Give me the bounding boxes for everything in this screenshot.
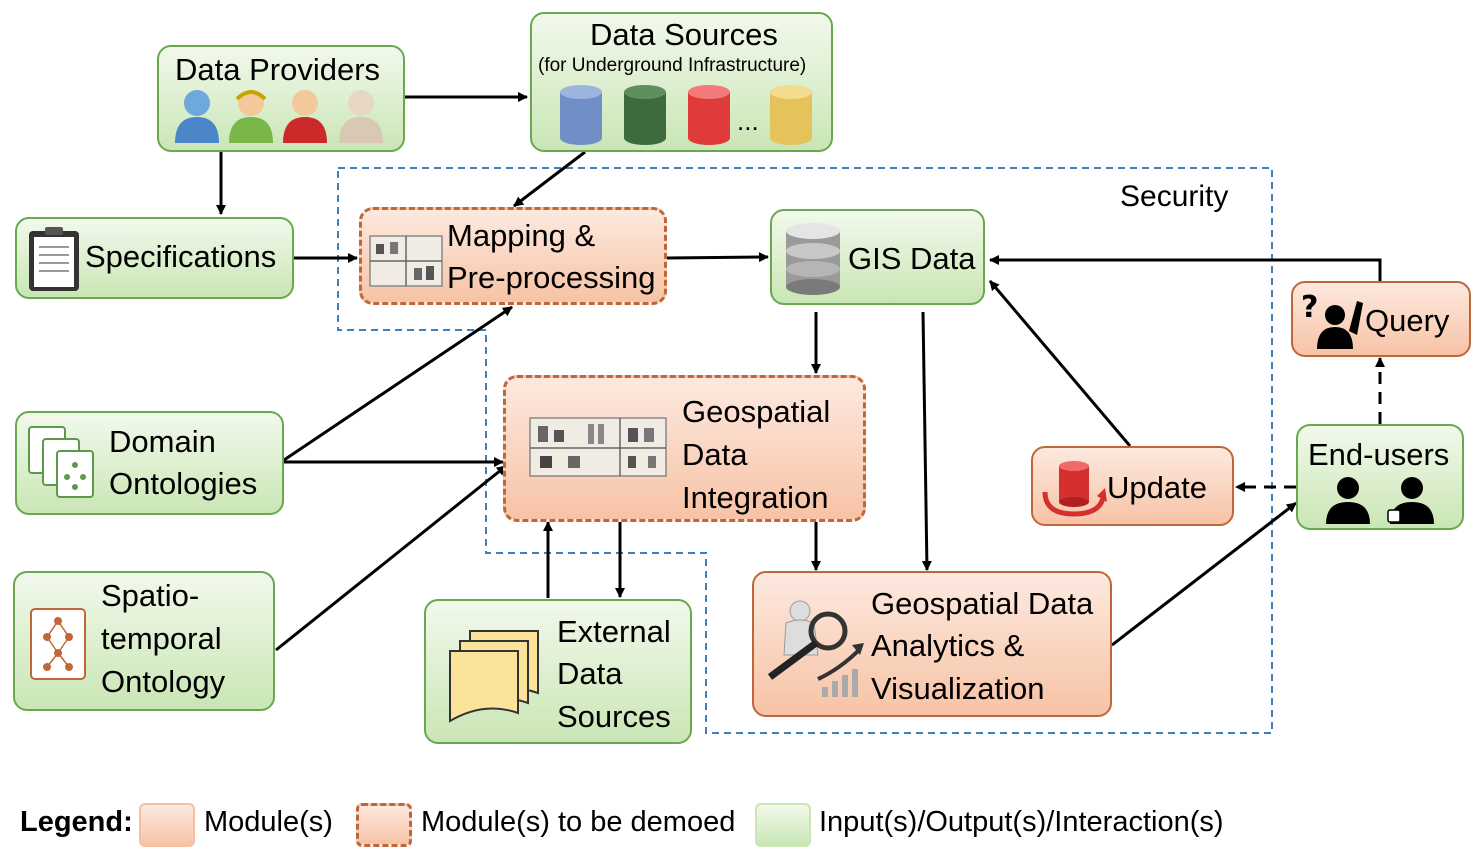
geospatial-integration-box: Geospatial Data Integration [503, 375, 866, 522]
external-data-sources-box: External Data Sources [424, 599, 692, 744]
external-label-line1: External [557, 614, 671, 649]
legend-module-label: Module(s) [204, 806, 333, 838]
data-sources-box: Data Sources (for Underground Infrastruc… [530, 12, 833, 152]
integration-label-line1: Geospatial [682, 394, 831, 429]
person-support-icon [229, 90, 273, 143]
data-providers-box: Data Providers [157, 45, 405, 152]
person-red-icon [283, 90, 327, 143]
arrow-spatio-to-integration [275, 464, 507, 652]
analytics-visualization-box: Geospatial Data Analytics & Visualizatio… [752, 571, 1112, 717]
analytics-label-line1: Geospatial Data [871, 586, 1094, 621]
legend-module-demo-label: Module(s) to be demoed [421, 806, 736, 838]
arrow-domain-to-mapping [283, 305, 513, 462]
database-gold-icon [770, 85, 812, 145]
domain-label-line1: Domain [109, 424, 216, 459]
gis-data-box: GIS Data [770, 209, 985, 305]
data-providers-label: Data Providers [175, 52, 381, 87]
analytics-label-line2: Analytics & [871, 628, 1025, 663]
ontology-tree-icon [30, 608, 86, 680]
analytics-label-line3: Visualization [871, 671, 1045, 706]
spatio-label-line2: temporal [101, 621, 222, 656]
domain-ontologies-box: Domain Ontologies [15, 411, 284, 515]
arrow-update-to-gis [988, 280, 1132, 447]
database-red-icon [688, 85, 730, 145]
update-box: Update [1031, 446, 1234, 526]
legend-module-swatch [139, 803, 195, 847]
arrow-analytics-to-endusers [1111, 501, 1297, 647]
database-sync-icon [1042, 461, 1107, 517]
integration-label-line3: Integration [682, 480, 829, 515]
ontology-cards-icon [28, 426, 94, 498]
database-blue-icon [560, 85, 602, 145]
query-label: Query [1365, 303, 1450, 338]
external-label-line3: Sources [557, 699, 671, 734]
legend-module-demo-swatch [356, 803, 412, 847]
spatio-temporal-ontology-box: Spatio- temporal Ontology [13, 571, 275, 711]
legend-io-swatch [755, 803, 811, 847]
arrow-sources-to-mapping [513, 150, 586, 208]
people-icon [175, 90, 383, 143]
arrow-gis-to-analytics [921, 311, 932, 571]
mapping-label-line2: Pre-processing [447, 260, 656, 295]
external-label-line2: Data [557, 656, 623, 691]
query-box: ? Query [1291, 281, 1471, 357]
legend-title: Legend: [20, 806, 133, 838]
security-boundary [337, 167, 1273, 734]
specifications-box: Specifications [15, 217, 294, 299]
question-person-icon: ? [1301, 290, 1363, 349]
data-sources-label: Data Sources [590, 17, 778, 52]
gis-data-label: GIS Data [848, 241, 976, 276]
data-sources-sublabel: (for Underground Infrastructure) [538, 55, 807, 76]
database-icons [560, 85, 812, 145]
spatio-label-line3: Ontology [101, 664, 226, 699]
data-sources-more: ... [737, 106, 759, 136]
users-icon [1326, 477, 1434, 524]
legend-io-label: Input(s)/Output(s)/Interaction(s) [819, 806, 1224, 838]
magnifier-analytics-icon [767, 600, 864, 697]
gis-database-icon [786, 223, 840, 295]
arrow-query-to-gis [989, 255, 1382, 281]
spatio-label-line1: Spatio- [101, 578, 200, 613]
update-label: Update [1107, 470, 1207, 505]
end-users-box: End-users [1296, 424, 1464, 530]
svg-text:?: ? [1301, 290, 1318, 325]
user-silhouette-icon [1326, 477, 1370, 524]
person-blue-icon [175, 90, 219, 143]
layers-map-icon [369, 235, 443, 287]
clipboard-icon [29, 227, 79, 291]
specifications-label: Specifications [85, 239, 277, 274]
documents-stack-icon [449, 630, 539, 723]
security-label: Security [1120, 180, 1229, 213]
end-users-label: End-users [1308, 437, 1450, 472]
mapping-preprocessing-box: Mapping & Pre-processing [359, 207, 667, 305]
arrow-mapping-to-gis [666, 252, 769, 263]
domain-label-line2: Ontologies [109, 466, 258, 501]
person-grey-icon [339, 90, 383, 143]
layers-integration-icon [529, 417, 667, 477]
mapping-label-line1: Mapping & [447, 218, 596, 253]
admin-silhouette-icon [1387, 477, 1434, 524]
integration-label-line2: Data [682, 437, 748, 472]
database-darkgreen-icon [624, 85, 666, 145]
